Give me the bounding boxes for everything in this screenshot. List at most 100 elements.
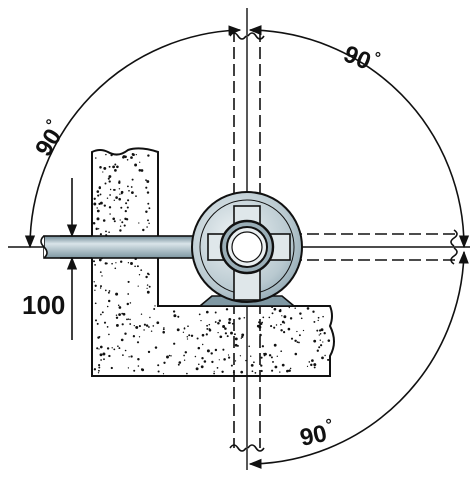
concrete-speck [109,213,111,215]
angle-label-bottom-right: 90 ° [298,416,335,452]
concrete-speck [287,369,290,372]
concrete-speck [201,357,204,360]
concrete-speck [149,316,151,319]
concrete-speck [121,323,124,326]
concrete-speck [141,368,145,372]
concrete-speck [130,355,133,358]
concrete-speck [111,347,113,349]
concrete-speck [206,349,210,353]
concrete-speck [94,284,97,287]
concrete-speck [113,220,116,223]
concrete-speck [118,306,122,309]
concrete-speck [101,311,104,314]
concrete-speck [109,194,111,196]
concrete-speck [153,308,156,310]
concrete-speck [103,204,106,207]
concrete-speck [126,318,128,321]
concrete-speck [281,315,283,317]
concrete-speck [156,321,160,325]
concrete-speck [280,329,283,332]
concrete-speck [127,293,130,295]
concrete-speck [238,317,241,320]
concrete-speck [313,320,316,323]
concrete-speck [318,329,322,332]
concrete-speck [208,328,212,332]
concrete-speck [280,350,283,353]
concrete-speck [228,317,232,321]
concrete-speck [94,289,96,291]
concrete-speck [118,188,121,190]
concrete-speck [253,361,255,364]
concrete-speck [145,179,147,181]
concrete-speck [202,343,204,346]
concrete-speck [108,354,111,358]
concrete-speck [313,363,317,367]
concrete-speck [234,343,238,347]
concrete-speck [111,262,113,265]
concrete-speck [183,327,186,330]
concrete-speck [177,315,180,318]
concrete-speck [300,317,303,320]
svg-text:90: 90 [298,420,330,452]
concrete-speck [183,354,185,357]
concrete-speck [125,202,128,205]
concrete-speck [273,307,277,311]
concrete-speck [146,180,150,183]
dimension-100 [60,178,92,340]
concrete-speck [271,369,274,372]
concrete-speck [104,289,107,292]
concrete-speck [117,345,119,348]
concrete-speck [110,153,113,157]
concrete-speck [107,291,110,294]
concrete-speck [294,352,298,356]
concrete-speck [317,316,320,319]
concrete-speck [138,274,141,276]
concrete-speck [261,345,265,348]
concrete-speck [147,350,151,354]
concrete-speck [150,330,153,332]
concrete-speck [93,368,97,371]
concrete-speck [163,327,165,329]
concrete-speck [114,169,117,172]
concrete-speck [99,201,103,205]
concrete-speck [93,202,97,206]
concrete-speck [273,326,276,329]
concrete-speck [97,228,100,230]
concrete-speck [106,197,109,199]
concrete-speck [96,190,100,193]
concrete-speck [157,364,160,367]
concrete-speck [261,321,264,324]
concrete-speck [103,166,107,170]
concrete-speck [324,354,326,357]
concrete-speck [230,364,233,367]
concrete-speck [197,346,201,350]
concrete-speck [289,317,293,320]
concrete-speck [317,319,319,322]
concrete-speck [108,165,111,168]
concrete-speck [143,323,146,326]
concrete-speck [162,328,165,331]
concrete-speck [243,317,246,319]
concrete-speck [195,367,199,371]
concrete-speck [260,356,263,359]
concrete-speck [210,352,213,355]
concrete-speck [148,285,151,288]
concrete-speck [321,356,324,360]
concrete-speck [312,310,315,313]
svg-text:°: ° [325,416,335,434]
concrete-speck [313,339,317,343]
concrete-speck [96,347,99,350]
concrete-speck [270,325,273,328]
concrete-speck [138,336,141,338]
concrete-speck [103,358,105,361]
concrete-speck [205,310,209,314]
concrete-speck [132,153,135,157]
concrete-speck [250,355,252,357]
concrete-speck [163,361,166,364]
concrete-speck [288,306,290,309]
concrete-speck [147,219,149,222]
concrete-speck [116,165,119,169]
concrete-speck [188,334,191,337]
concrete-speck [119,193,121,195]
concrete-speck [306,307,310,310]
